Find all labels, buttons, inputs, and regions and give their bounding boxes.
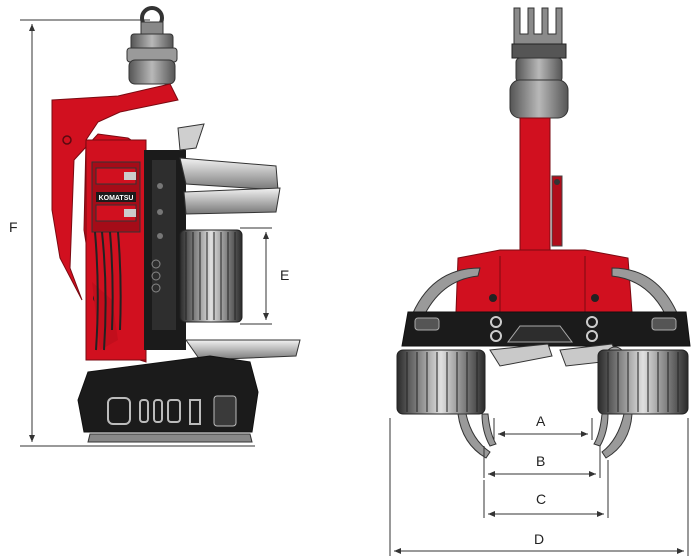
dimension-label-a: A: [536, 413, 546, 429]
side-rotator: [126, 6, 178, 85]
front-view: [396, 7, 691, 459]
side-feed-roller: [179, 229, 243, 323]
dimension-label-d: D: [534, 531, 544, 547]
dimension-label-c: C: [536, 491, 546, 507]
komatsu-logo: KOMATSU: [99, 195, 134, 202]
side-black-body: [144, 150, 186, 350]
front-lower-arms: [457, 413, 633, 459]
side-view: KOMATSU: [51, 6, 301, 443]
front-rotator: [509, 7, 569, 119]
front-right-roller: [597, 349, 689, 415]
front-left-roller: [396, 349, 486, 415]
side-valve-block: KOMATSU: [91, 161, 141, 351]
side-knives: [177, 123, 301, 361]
front-black-body: [401, 311, 691, 347]
front-red-frame: [455, 249, 633, 313]
dimension-label-b: B: [536, 453, 545, 469]
front-red-column: [519, 117, 563, 269]
dimension-label-f: F: [9, 219, 18, 235]
dimension-label-e: E: [280, 267, 289, 283]
front-upper-arms: [409, 267, 681, 321]
side-saw-box: [77, 355, 259, 443]
dimension-lines: [20, 19, 689, 556]
